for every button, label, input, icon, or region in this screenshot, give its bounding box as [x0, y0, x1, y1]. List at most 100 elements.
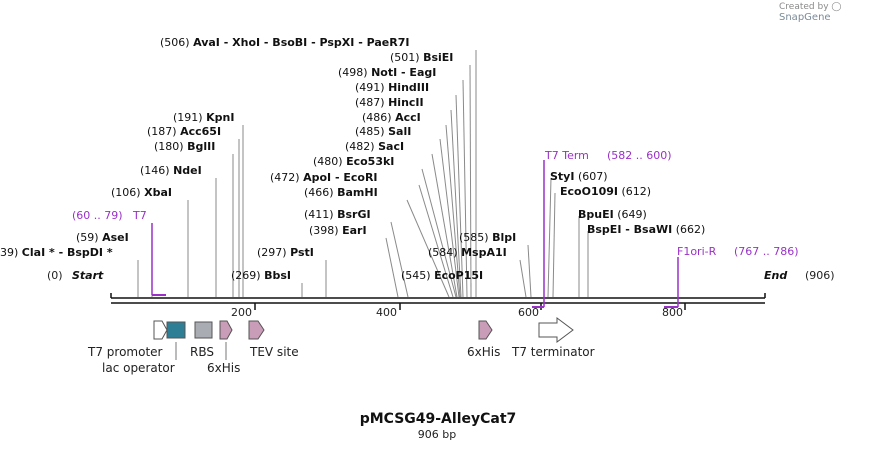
site-label-blpi: (585) BlpI [459, 231, 516, 244]
site-enzyme: AvaI - XhoI - BsoBI - PspXI - PaeR7I [193, 36, 409, 49]
feature-label-tev-site: TEV site [249, 345, 299, 359]
primer-name: F1ori-R [677, 245, 717, 258]
site-label-psti: (297) PstI [257, 246, 314, 259]
site-label-sali: (485) SalI [355, 125, 411, 138]
site-leader-styi [547, 177, 552, 298]
feature-t7-terminator-arrow [538, 317, 574, 343]
site-label-ndei: (146) NdeI [140, 164, 202, 177]
feature-t7-promoter-arrow [153, 320, 168, 340]
site-position: (466) [304, 186, 334, 199]
feature-rbs-box [194, 321, 213, 339]
site-leader-noti [462, 79, 468, 298]
site-position: (501) [390, 51, 420, 64]
ruler-tick-label: 400 [376, 306, 397, 319]
site-label-styi: StyI (607) [550, 170, 608, 183]
site-enzyme: BbsI [264, 269, 291, 282]
site-enzyme: ApoI - EcoRI [303, 171, 377, 184]
site-labels: (506) AvaI - XhoI - BsoBI - PspXI - PaeR… [0, 36, 705, 282]
feature-labels: T7 promoter lac operator RBS 6xHis TEV s… [87, 345, 595, 375]
site-position: (607) [578, 170, 608, 183]
site-position: (191) [173, 111, 203, 124]
site-position: (584) [428, 246, 458, 259]
features [153, 317, 574, 360]
site-label-eari: (398) EarI [309, 224, 367, 237]
site-position: (269) [231, 269, 261, 282]
feature-label-6xhis-2: 6xHis [467, 345, 500, 359]
sequence-ends: (0) Start End (906) [47, 269, 835, 282]
site-label-kpni: (191) KpnI [173, 111, 234, 124]
site-label-hincii: (487) HincII [355, 96, 424, 109]
site-position: (480) [313, 155, 343, 168]
site-leader-saci [431, 153, 458, 298]
site-label-bspei: BspEI - BsaWI (662) [587, 223, 705, 236]
site-enzyme: BlpI [492, 231, 516, 244]
site-label-xbai: (106) XbaI [111, 186, 172, 199]
site-enzyme: SalI [388, 125, 411, 138]
primer-name: T7 Term [544, 149, 589, 162]
site-position: (585) [459, 231, 489, 244]
site-enzyme: SacI [378, 140, 404, 153]
site-label-bbsi: (269) BbsI [231, 269, 291, 282]
site-enzyme: StyI [550, 170, 574, 183]
site-label-acci: (486) AccI [362, 111, 421, 124]
feature-label-6xhis-1: 6xHis [207, 361, 240, 375]
site-position: (411) [304, 208, 334, 221]
site-leader-sali [439, 138, 460, 298]
site-label-mspa1i: (584) MspA1I [428, 246, 507, 259]
site-position: (491) [355, 81, 385, 94]
ruler-tick-label: 200 [231, 306, 252, 319]
feature-label-t7-terminator: T7 terminator [511, 345, 595, 359]
site-leader-hindiii [455, 94, 464, 298]
site-position: (485) [355, 125, 385, 138]
site-label-noti: (498) NotI - EagI [338, 66, 436, 79]
ruler-tick-label: 800 [662, 306, 683, 319]
site-position: 39) [0, 246, 18, 259]
site-position: (487) [355, 96, 385, 109]
primer-range: (60 .. 79) [72, 209, 123, 222]
site-enzyme: HincII [388, 96, 424, 109]
primer-name: T7 [132, 209, 147, 222]
site-label-bsiei: (501) BsiEI [390, 51, 453, 64]
start-label: Start [72, 269, 104, 282]
feature-label-lac-operator: lac operator [102, 361, 175, 375]
site-position: (482) [345, 140, 375, 153]
primer-t7-term: T7 Term (582 .. 600) [532, 149, 672, 308]
site-label-bpuei: BpuEI (649) [578, 208, 647, 221]
site-enzyme: ClaI * - BspDI * [22, 246, 113, 259]
credit-prefix: Created by [779, 2, 829, 12]
site-enzyme: BamHI [337, 186, 378, 199]
primers: (60 .. 79) T7 T7 Term (582 .. 600) F1ori… [72, 149, 799, 308]
start-position: (0) [47, 269, 63, 282]
site-leader-bsiei [469, 64, 472, 298]
site-leader-eco53ki [421, 168, 457, 298]
site-enzyme: AseI [102, 231, 129, 244]
feature-tev-site-arrow [248, 320, 265, 340]
site-enzyme: BglII [187, 140, 215, 153]
credit-brand: SnapGene [779, 12, 831, 23]
primer-t7: (60 .. 79) T7 [72, 209, 166, 296]
site-enzyme: EcoO109I [560, 185, 618, 198]
primer-f1ori-r: F1ori-R (767 .. 786) [664, 245, 799, 308]
snapgene-credit: Created by ◯ SnapGene [779, 2, 876, 23]
site-label-eco53ki: (480) Eco53kI [313, 155, 394, 168]
site-enzyme: KpnI [206, 111, 234, 124]
site-position: (649) [617, 208, 647, 221]
site-leader-blpi [527, 244, 532, 298]
site-position: (106) [111, 186, 141, 199]
site-enzyme: BspEI - BsaWI [587, 223, 672, 236]
site-label-bglii: (180) BglII [154, 140, 215, 153]
feature-label-t7-promoter: T7 promoter [87, 345, 163, 359]
plasmid-size: 906 bp [418, 428, 456, 441]
site-label-apoi: (472) ApoI - EcoRI [270, 171, 378, 184]
site-enzyme: BpuEI [578, 208, 614, 221]
site-leader-bamhi [406, 199, 450, 298]
site-enzyme: EcoP15I [434, 269, 483, 282]
site-label-bamhi: (466) BamHI [304, 186, 378, 199]
site-position: (486) [362, 111, 392, 124]
ruler-labels: 200 400 600 800 [231, 306, 683, 319]
primer-range: (767 .. 786) [734, 245, 799, 258]
ruler-tick-label: 600 [518, 306, 539, 319]
site-position: (545) [401, 269, 431, 282]
site-label-hindiii: (491) HindIII [355, 81, 429, 94]
end-position: (906) [805, 269, 835, 282]
